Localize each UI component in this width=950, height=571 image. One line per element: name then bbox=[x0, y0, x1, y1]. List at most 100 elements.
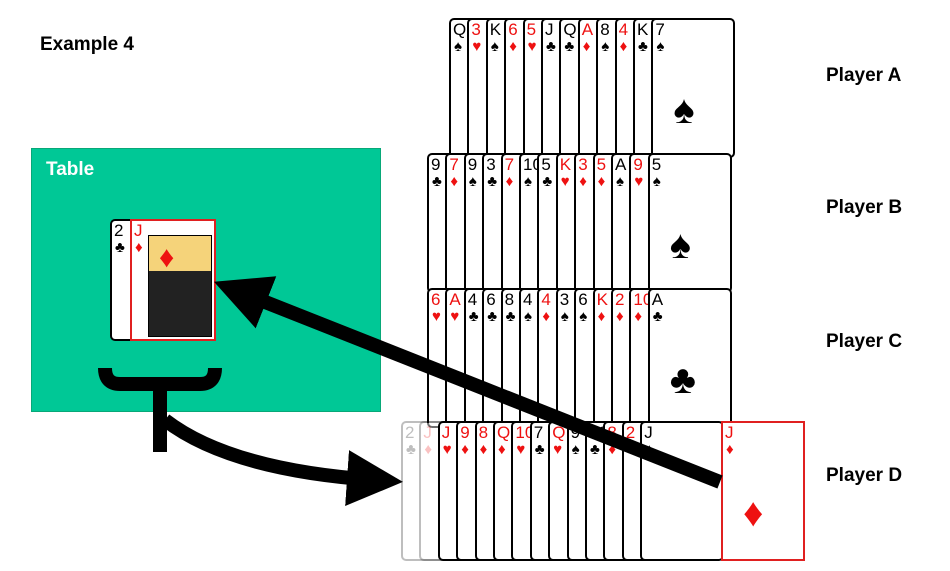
card-suit-icon: ♦ bbox=[542, 308, 551, 325]
card-rank: J bbox=[441, 423, 451, 442]
hand-player-a: Q♠3♥K♠6♦5♥J♣Q♣A♦8♠4♦K♣7♠♠ bbox=[449, 18, 783, 158]
playing-card[interactable]: 7♠♠ bbox=[651, 18, 736, 158]
card-pip-icon: ♠ bbox=[673, 88, 695, 132]
card-table: Table 2♣J♦♦ bbox=[31, 148, 381, 412]
card-rank: Q bbox=[563, 20, 577, 39]
card-rank: J bbox=[423, 423, 432, 442]
card-suit-icon: ♠ bbox=[652, 173, 661, 190]
card-suit-icon: ♥ bbox=[634, 173, 644, 190]
card-rank: 6 bbox=[508, 20, 518, 39]
card-suit-icon: ♦ bbox=[597, 308, 606, 325]
card-rank: 3 bbox=[486, 155, 496, 174]
playing-card[interactable]: 5♠♠ bbox=[647, 153, 732, 293]
card-suit-icon: ♠ bbox=[616, 173, 624, 190]
card-rank: 9 bbox=[460, 423, 470, 442]
card-suit-icon: ♣ bbox=[638, 38, 648, 55]
card-suit-icon: ♥ bbox=[432, 308, 441, 325]
card-rank: 4 bbox=[467, 290, 478, 309]
hand-player-d: 2♣J♦J♥9♦8♦Q♦10♥7♣Q♥9♠10♣8♦2♦J♠J♦♦ bbox=[401, 421, 811, 561]
card-rank: 8 bbox=[600, 20, 610, 39]
card-suit-icon: ♣ bbox=[564, 38, 575, 55]
card-rank: 2 bbox=[615, 290, 625, 309]
card-rank: A bbox=[581, 20, 594, 39]
card-suit-icon: ♦ bbox=[619, 38, 628, 55]
card-rank: 3 bbox=[471, 20, 481, 39]
card-suit-icon: ♦ bbox=[608, 441, 617, 458]
card-rank: 7 bbox=[449, 155, 459, 174]
card-suit-icon: ♦ bbox=[135, 239, 143, 256]
card-suit-icon: ♦ bbox=[505, 173, 514, 190]
card-suit-icon: ♣ bbox=[546, 38, 556, 55]
card-suit-icon: ♦ bbox=[579, 173, 587, 190]
card-suit-icon: ♣ bbox=[505, 308, 516, 325]
card-rank: 4 bbox=[541, 290, 551, 309]
card-pip-icon: ♦ bbox=[743, 491, 764, 535]
card-suit-icon: ♦ bbox=[498, 441, 506, 458]
card-suit-icon: ♠ bbox=[524, 308, 532, 325]
card-rank: A bbox=[651, 290, 664, 309]
card-suit-icon: ♣ bbox=[534, 441, 545, 458]
card-suit-icon: ♣ bbox=[590, 441, 600, 458]
card-rank: J bbox=[725, 423, 734, 442]
playing-card[interactable]: J♦♦ bbox=[721, 421, 805, 561]
card-suit-icon: ♦ bbox=[450, 173, 459, 190]
card-suit-icon: ♣ bbox=[406, 441, 416, 458]
card-suit-icon: ♦ bbox=[726, 441, 734, 458]
card-rank: K bbox=[489, 20, 502, 39]
card-rank: J bbox=[644, 423, 653, 442]
card-suit-icon: ♦ bbox=[616, 308, 624, 325]
card-suit-icon: ♠ bbox=[524, 173, 532, 190]
card-suit-icon: ♠ bbox=[601, 38, 610, 55]
card-rank: 3 bbox=[578, 155, 588, 174]
card-rank: 9 bbox=[570, 423, 581, 442]
card-suit-icon: ♣ bbox=[542, 173, 553, 190]
card-rank: 9 bbox=[467, 155, 478, 174]
card-suit-icon: ♠ bbox=[490, 38, 499, 55]
card-suit-icon: ♠ bbox=[656, 38, 665, 55]
card-rank: A bbox=[615, 155, 627, 174]
playing-card[interactable]: J♠ bbox=[640, 421, 725, 561]
card-rank: 3 bbox=[559, 290, 570, 309]
card-rank: 2 bbox=[405, 423, 415, 442]
card-rank: 2 bbox=[625, 423, 636, 442]
card-rank: 8 bbox=[504, 290, 515, 309]
card-suit-icon: ♣ bbox=[432, 173, 442, 190]
card-rank: 4 bbox=[523, 290, 533, 309]
playing-card[interactable]: J♦♦ bbox=[130, 219, 216, 341]
card-suit-icon: ♠ bbox=[579, 308, 588, 325]
playing-card[interactable]: A♣♣ bbox=[647, 288, 732, 428]
card-rank: 8 bbox=[478, 423, 489, 442]
card-rank: 10 bbox=[515, 423, 535, 442]
card-suit-icon: ♦ bbox=[597, 173, 606, 190]
card-rank: K bbox=[559, 155, 572, 174]
card-suit-icon: ♥ bbox=[560, 173, 570, 190]
table-title: Table bbox=[46, 159, 95, 180]
card-suit-icon: ♥ bbox=[527, 38, 537, 55]
card-rank: 5 bbox=[541, 155, 551, 174]
card-suit-icon: ♥ bbox=[516, 441, 526, 458]
diamond-icon: ♦ bbox=[159, 241, 175, 274]
card-rank: 6 bbox=[431, 290, 441, 309]
card-rank: 10 bbox=[523, 155, 542, 174]
card-pip-icon: ♣ bbox=[669, 358, 697, 402]
card-rank: J bbox=[134, 221, 143, 240]
card-rank: 7 bbox=[504, 155, 515, 174]
card-rank: 6 bbox=[578, 290, 588, 309]
card-rank: 5 bbox=[651, 155, 662, 174]
example-title: Example 4 bbox=[40, 34, 134, 55]
card-suit-icon: ♣ bbox=[468, 308, 479, 325]
card-rank: 5 bbox=[596, 155, 607, 174]
card-suit-icon: ♣ bbox=[487, 308, 498, 325]
card-suit-icon: ♥ bbox=[442, 441, 452, 458]
card-pip-icon: ♠ bbox=[669, 223, 692, 267]
player-label: Player D bbox=[826, 465, 903, 486]
card-suit-icon: ♥ bbox=[450, 308, 460, 325]
player-label: Player C bbox=[826, 331, 903, 352]
arrow-to-table bbox=[213, 276, 723, 489]
card-rank: 6 bbox=[486, 290, 496, 309]
card-rank: K bbox=[596, 290, 608, 309]
card-suit-icon: ♥ bbox=[553, 441, 563, 458]
card-suit-icon: ♣ bbox=[115, 239, 125, 256]
card-suit-icon: ♦ bbox=[634, 308, 643, 325]
